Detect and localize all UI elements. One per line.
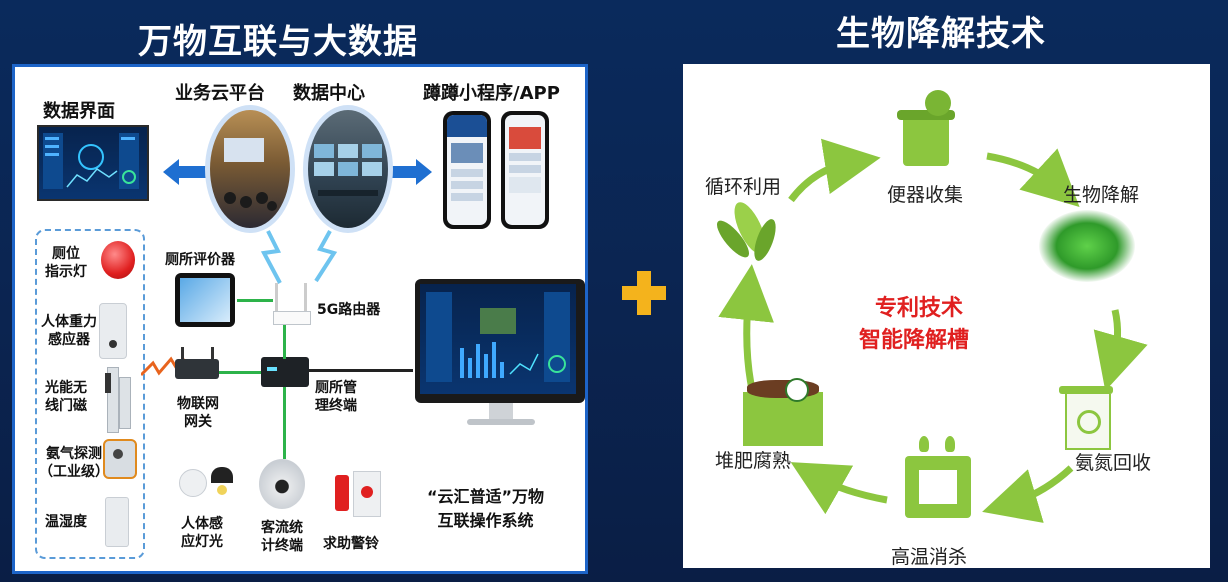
alarm-bell-icon — [335, 471, 381, 515]
meeting-room-icon — [210, 110, 290, 228]
phone-mockup-2 — [501, 111, 549, 229]
heater-icon — [905, 436, 971, 518]
center-tech-subtitle: 智能降解槽 — [859, 322, 969, 354]
cycle-step-collect: 便器收集 — [887, 180, 963, 207]
terminal-label: 厕所管理终端 — [315, 379, 357, 415]
connector-terminal-monitor — [309, 369, 413, 372]
gravity-sensor-icon — [99, 303, 127, 359]
center-tech-title: 专利技术 — [875, 290, 963, 322]
corn-icon — [723, 196, 779, 266]
biodegradation-panel: 便器收集 生物降解 氨氮回收 高温消杀 堆肥腐熟 循环利用 专利技术 智能降解槽 — [683, 64, 1210, 568]
cycle-step-sterilize: 高温消杀 — [891, 542, 967, 569]
cycle-step-ammonia: 氨氮回收 — [1075, 448, 1151, 475]
dashboard-thumbnail — [37, 125, 149, 201]
door-sensor-icon — [103, 367, 137, 431]
monitor-wall-icon — [308, 110, 388, 228]
left-section-title: 万物互联与大数据 — [138, 14, 418, 63]
cloud-platform-photo — [205, 105, 295, 233]
evaluator-label: 厕所评价器 — [165, 249, 235, 269]
cycle-step-compost: 堆肥腐熟 — [715, 446, 791, 473]
body-light-label: 人体感应灯光 — [181, 515, 223, 551]
data-center-photo — [303, 105, 393, 233]
flow-counter-label: 客流统计终端 — [261, 519, 303, 555]
data-center-label: 数据中心 — [293, 79, 365, 105]
terminal-box-icon — [261, 357, 309, 387]
alarm-bell-label: 求助警铃 — [323, 533, 379, 553]
mini-app-label: 蹲蹲小程序/APP — [423, 79, 560, 105]
iot-panel: 数据界面 业务云平台 数据中心 蹲蹲小程序/APP — [12, 64, 588, 574]
connector-gateway-terminal — [219, 371, 261, 374]
right-section-title: 生物降解技术 — [836, 6, 1046, 55]
indicator-lamp-icon — [101, 241, 135, 279]
phone-mockup-1 — [443, 111, 491, 229]
flow-counter-icon — [259, 459, 305, 509]
cloud-platform-label: 业务云平台 — [175, 79, 265, 105]
humidity-sensor-icon — [105, 497, 129, 547]
cycle-step-degrade: 生物降解 — [1063, 180, 1139, 207]
indicator-lamp-label: 厕位指示灯 — [45, 245, 87, 281]
evaluator-tablet-icon — [175, 273, 235, 327]
os-label: “云汇普适”万物互联操作系统 — [427, 485, 544, 533]
monitor-dashboard-icon — [420, 284, 576, 394]
gravity-sensor-label: 人体重力感应器 — [41, 313, 97, 349]
router-label: 5G路由器 — [317, 299, 380, 319]
gateway-icon — [175, 347, 219, 379]
cycle-step-recycle: 循环利用 — [705, 172, 781, 199]
connector-evaluator — [237, 299, 273, 302]
humidity-sensor-label: 温湿度 — [45, 511, 87, 531]
data-ui-label: 数据界面 — [43, 97, 115, 123]
plus-icon-vertical — [637, 271, 651, 315]
toilet-bin-icon — [895, 90, 957, 168]
wireless-signal-icon — [250, 227, 350, 287]
body-light-icon — [177, 463, 237, 503]
dashboard-chart-icon — [39, 127, 143, 195]
gateway-label: 物联网网关 — [177, 395, 219, 431]
compost-box-icon — [743, 376, 823, 446]
ammonia-sensor-icon — [103, 439, 137, 479]
door-sensor-label: 光能无线门磁 — [45, 379, 87, 415]
connector-router-terminal — [283, 325, 286, 359]
recycle-bin-icon — [1059, 382, 1113, 450]
monitor-icon — [415, 279, 591, 429]
connector-terminal-bottom — [283, 387, 286, 459]
ammonia-sensor-label: 氨气探测（工业级） — [39, 445, 109, 481]
router-icon — [273, 283, 309, 325]
bacteria-icon — [1039, 210, 1135, 282]
